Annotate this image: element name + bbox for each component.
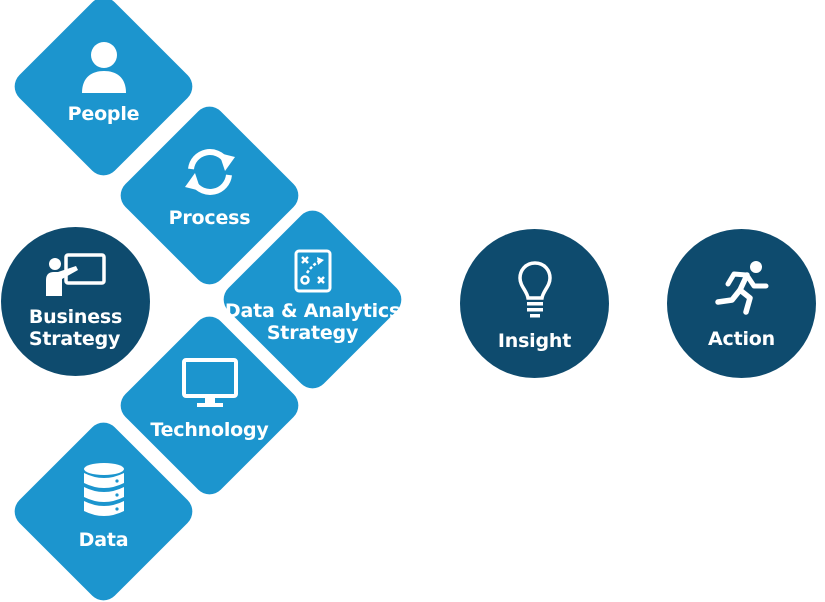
action-circle: Action xyxy=(667,229,816,378)
monitor-icon xyxy=(181,357,238,407)
lightbulb-icon xyxy=(517,260,552,317)
people-diamond-content: People xyxy=(36,19,171,154)
process-diamond-content: Process xyxy=(142,128,277,263)
data-diamond-content: Data xyxy=(36,444,171,579)
refresh-cycle-icon xyxy=(184,148,235,195)
insight-label: Insight xyxy=(497,329,572,352)
strategy-board-icon xyxy=(294,249,331,292)
process-label: Process xyxy=(168,206,251,229)
data-diamond: Data xyxy=(8,416,199,602)
business-strategy-label: Business Strategy xyxy=(29,306,122,350)
technology-diamond-content: Technology xyxy=(142,338,277,473)
data-analytics-strategy-label-line-2: Strategy xyxy=(266,321,359,344)
data-analytics-strategy-label: Data & Analytics Strategy xyxy=(225,300,400,344)
running-person-icon xyxy=(714,260,768,315)
people-label: People xyxy=(67,102,140,125)
business-strategy-label-line-1: Business xyxy=(28,305,123,328)
technology-label: Technology xyxy=(150,418,269,441)
people-diamond: People xyxy=(8,0,199,182)
business-strategy-label-line-2: Strategy xyxy=(28,327,121,350)
database-icon xyxy=(83,462,124,516)
presentation-icon xyxy=(45,252,106,296)
business-strategy-circle: Business Strategy xyxy=(1,227,150,376)
person-icon xyxy=(81,41,126,93)
process-diamond: Process xyxy=(114,100,305,291)
action-label: Action xyxy=(708,327,775,350)
data-analytics-strategy-label-line-1: Data & Analytics xyxy=(224,299,401,322)
data-analytics-strategy-diamond-content: Data & Analytics Strategy xyxy=(225,232,400,367)
data-label: Data xyxy=(78,528,129,551)
technology-diamond: Technology xyxy=(114,310,305,501)
data-analytics-strategy-diamond: Data & Analytics Strategy xyxy=(217,204,408,395)
insight-circle: Insight xyxy=(460,229,609,378)
